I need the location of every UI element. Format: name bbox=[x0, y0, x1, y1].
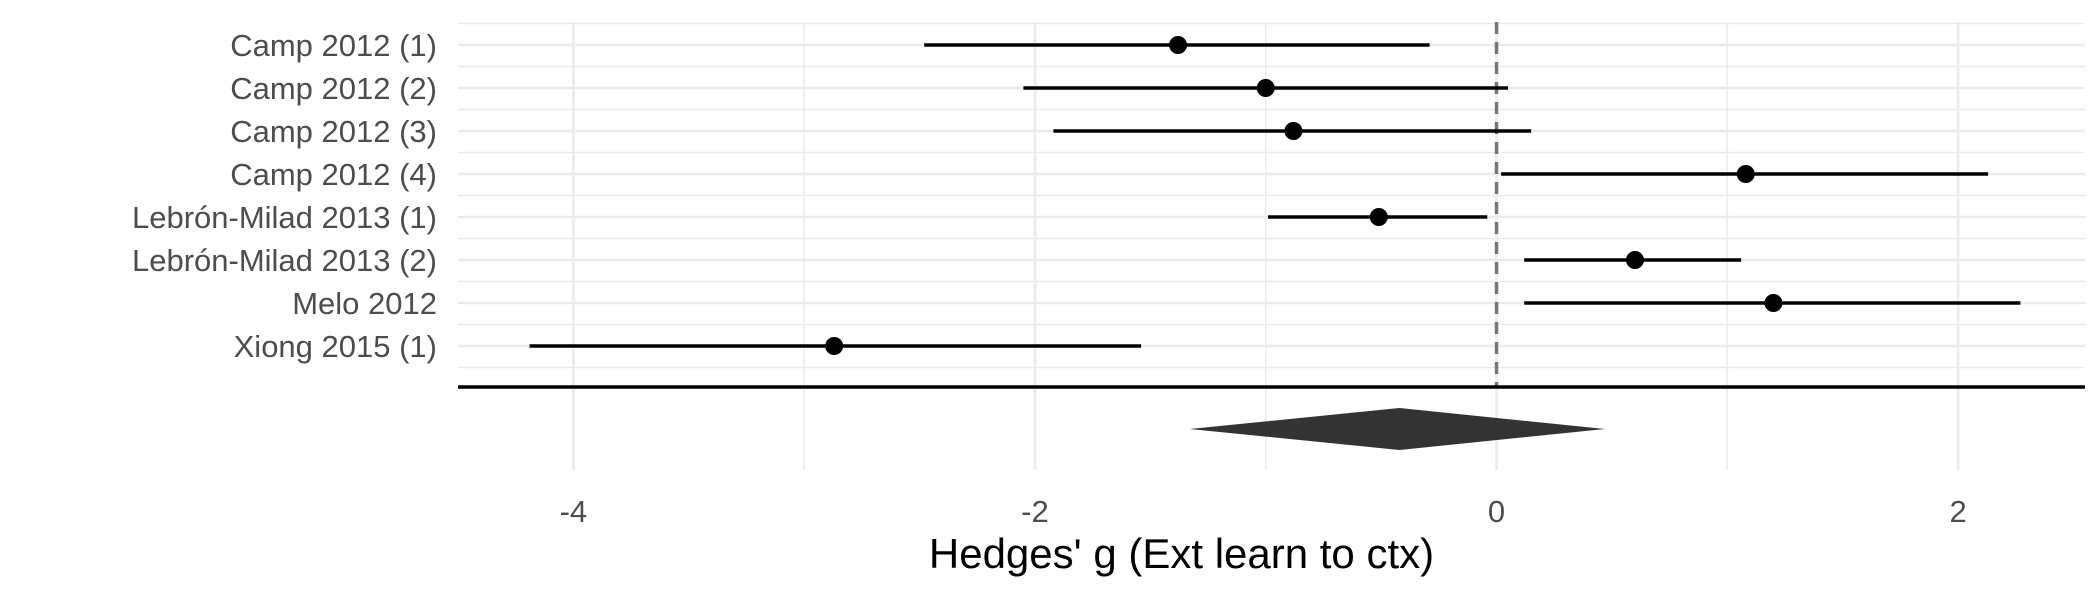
study-row: Camp 2012 (3) bbox=[230, 114, 1532, 149]
x-axis-tick-labels: -4 -2 0 2 bbox=[560, 494, 1967, 529]
study-row: Camp 2012 (4) bbox=[230, 157, 1989, 192]
study-row: Lebrón-Milad 2013 (1) bbox=[132, 200, 1488, 235]
effect-point bbox=[1764, 294, 1783, 312]
x-tick-label: -2 bbox=[1021, 494, 1049, 529]
study-row: Xiong 2015 (1) bbox=[234, 329, 1142, 364]
effect-point bbox=[1256, 79, 1275, 97]
study-rows: Camp 2012 (1) Camp 2012 (2) Camp 2012 (3) C… bbox=[132, 28, 2021, 364]
effect-point bbox=[1369, 208, 1388, 226]
effect-point bbox=[1736, 165, 1755, 183]
x-tick-label: 2 bbox=[1949, 494, 1966, 529]
study-label: Lebrón-Milad 2013 (1) bbox=[132, 200, 437, 235]
study-row: Camp 2012 (2) bbox=[230, 71, 1509, 106]
study-label: Camp 2012 (1) bbox=[230, 28, 437, 63]
effect-point bbox=[1284, 122, 1303, 140]
x-tick-label: 0 bbox=[1488, 494, 1505, 529]
study-label: Lebrón-Milad 2013 (2) bbox=[132, 243, 437, 278]
study-label: Camp 2012 (4) bbox=[230, 157, 437, 192]
effect-point bbox=[1625, 251, 1644, 269]
study-row: Camp 2012 (1) bbox=[230, 28, 1430, 63]
x-tick-label: -4 bbox=[560, 494, 588, 529]
effect-point bbox=[825, 337, 844, 355]
study-label: Xiong 2015 (1) bbox=[234, 329, 437, 364]
summary-diamond bbox=[1189, 408, 1605, 450]
study-label: Camp 2012 (2) bbox=[230, 71, 437, 106]
study-label: Camp 2012 (3) bbox=[230, 114, 437, 149]
study-row: Lebrón-Milad 2013 (2) bbox=[132, 243, 1742, 278]
x-axis-title: Hedges' g (Ext learn to ctx) bbox=[929, 530, 1434, 577]
study-row: Melo 2012 bbox=[292, 286, 2021, 321]
study-label: Melo 2012 bbox=[292, 286, 437, 321]
effect-point bbox=[1169, 36, 1188, 54]
